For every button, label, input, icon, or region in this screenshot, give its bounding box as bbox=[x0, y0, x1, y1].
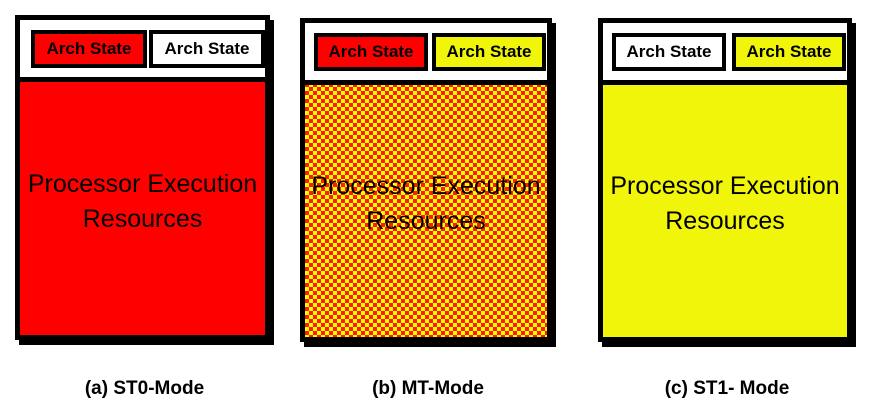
panel-st0-mode: Arch State Arch State Processor Executio… bbox=[15, 15, 270, 340]
execution-resources-line2: Resources bbox=[665, 207, 785, 235]
caption-st1-mode: (c) ST1- Mode bbox=[664, 378, 790, 399]
arch-state-label: Arch State bbox=[626, 42, 712, 61]
execution-resources: Processor Execution Resources bbox=[20, 82, 265, 335]
execution-resources: Processor Execution Resources bbox=[305, 85, 547, 337]
arch-state-box-0: Arch State bbox=[612, 33, 726, 71]
arch-state-box-0: Arch State bbox=[314, 33, 428, 71]
arch-state-box-0: Arch State bbox=[31, 30, 147, 68]
execution-resources-line1: Processor Execution bbox=[610, 172, 840, 200]
arch-state-label: Arch State bbox=[746, 42, 832, 61]
arch-state-label: Arch State bbox=[328, 42, 414, 61]
arch-state-label: Arch State bbox=[46, 39, 132, 58]
execution-resources-line2: Resources bbox=[82, 204, 203, 233]
arch-state-label: Arch State bbox=[446, 42, 532, 61]
execution-resources-line2: Resources bbox=[366, 207, 486, 235]
caption-mt-mode: (b) MT-Mode bbox=[372, 378, 484, 399]
execution-resources-line1: Processor Execution bbox=[311, 172, 541, 200]
execution-resources-label: Processor Execution Resources bbox=[20, 167, 265, 237]
panel-mt-mode: Arch State Arch State Processor Executio… bbox=[300, 18, 552, 342]
arch-state-box-1: Arch State bbox=[432, 33, 546, 71]
execution-resources: Processor Execution Resources bbox=[603, 85, 847, 337]
execution-resources-line1: Processor Execution bbox=[27, 169, 258, 198]
caption-st0-mode: (a) ST0-Mode bbox=[84, 378, 205, 399]
arch-state-header: Arch State Arch State bbox=[20, 20, 265, 82]
arch-state-label: Arch State bbox=[164, 39, 250, 58]
execution-resources-label: Processor Execution Resources bbox=[603, 169, 847, 239]
arch-state-box-1: Arch State bbox=[149, 30, 265, 68]
arch-state-header: Arch State Arch State bbox=[603, 23, 847, 85]
arch-state-header: Arch State Arch State bbox=[305, 23, 547, 85]
execution-resources-label: Processor Execution Resources bbox=[305, 169, 547, 239]
arch-state-box-1: Arch State bbox=[732, 33, 846, 71]
panel-st1-mode: Arch State Arch State Processor Executio… bbox=[598, 18, 852, 342]
